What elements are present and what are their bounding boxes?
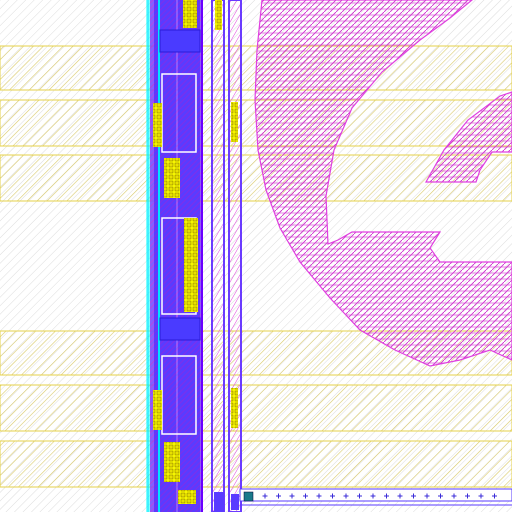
marker-anchor[interactable] bbox=[243, 491, 254, 502]
plus-icon bbox=[330, 493, 335, 499]
plus-icon bbox=[424, 493, 430, 499]
metal1-band[interactable] bbox=[0, 440, 512, 488]
plus-icon bbox=[316, 493, 322, 499]
grid-marker-row bbox=[239, 488, 512, 506]
via-array[interactable] bbox=[164, 442, 180, 482]
plus-icon bbox=[276, 493, 281, 499]
via-array[interactable] bbox=[164, 158, 180, 198]
plus-icon bbox=[370, 493, 376, 499]
rail-block[interactable] bbox=[231, 494, 239, 510]
contact-boxes bbox=[159, 29, 201, 435]
plus-icon-row bbox=[262, 493, 497, 499]
via-array[interactable] bbox=[231, 388, 238, 428]
poly-line bbox=[158, 0, 160, 512]
plus-icon bbox=[397, 493, 403, 499]
rail[interactable] bbox=[211, 0, 225, 512]
plus-icon bbox=[343, 493, 349, 499]
plus-icon bbox=[303, 493, 308, 499]
plus-icon bbox=[384, 493, 389, 499]
plus-icon bbox=[478, 493, 484, 499]
rail[interactable] bbox=[228, 0, 242, 512]
rail-block[interactable] bbox=[214, 492, 224, 512]
metal2-logo-shape[interactable] bbox=[254, 0, 512, 367]
metal2-rails bbox=[211, 0, 242, 512]
plus-icon bbox=[438, 493, 443, 499]
via-array[interactable] bbox=[231, 102, 238, 142]
via-array[interactable] bbox=[178, 490, 196, 504]
metal1-band[interactable] bbox=[0, 154, 512, 202]
marker-strip bbox=[239, 488, 512, 502]
via-array[interactable] bbox=[184, 218, 198, 312]
active-box[interactable] bbox=[159, 29, 201, 53]
via-array[interactable] bbox=[153, 103, 162, 147]
plus-icon bbox=[289, 493, 295, 499]
via-array[interactable] bbox=[183, 0, 197, 28]
plus-icon bbox=[411, 493, 416, 499]
metal1-band[interactable] bbox=[0, 384, 512, 432]
via-array[interactable] bbox=[215, 0, 222, 30]
diffusion-strip[interactable] bbox=[154, 0, 176, 512]
plus-icon bbox=[492, 493, 497, 499]
via-group bbox=[153, 0, 198, 504]
plus-icon bbox=[357, 493, 362, 499]
active-box[interactable] bbox=[159, 317, 201, 341]
via-array[interactable] bbox=[153, 390, 162, 430]
plus-icon bbox=[465, 493, 470, 499]
plus-icon bbox=[451, 493, 457, 499]
plus-icon bbox=[262, 493, 268, 499]
